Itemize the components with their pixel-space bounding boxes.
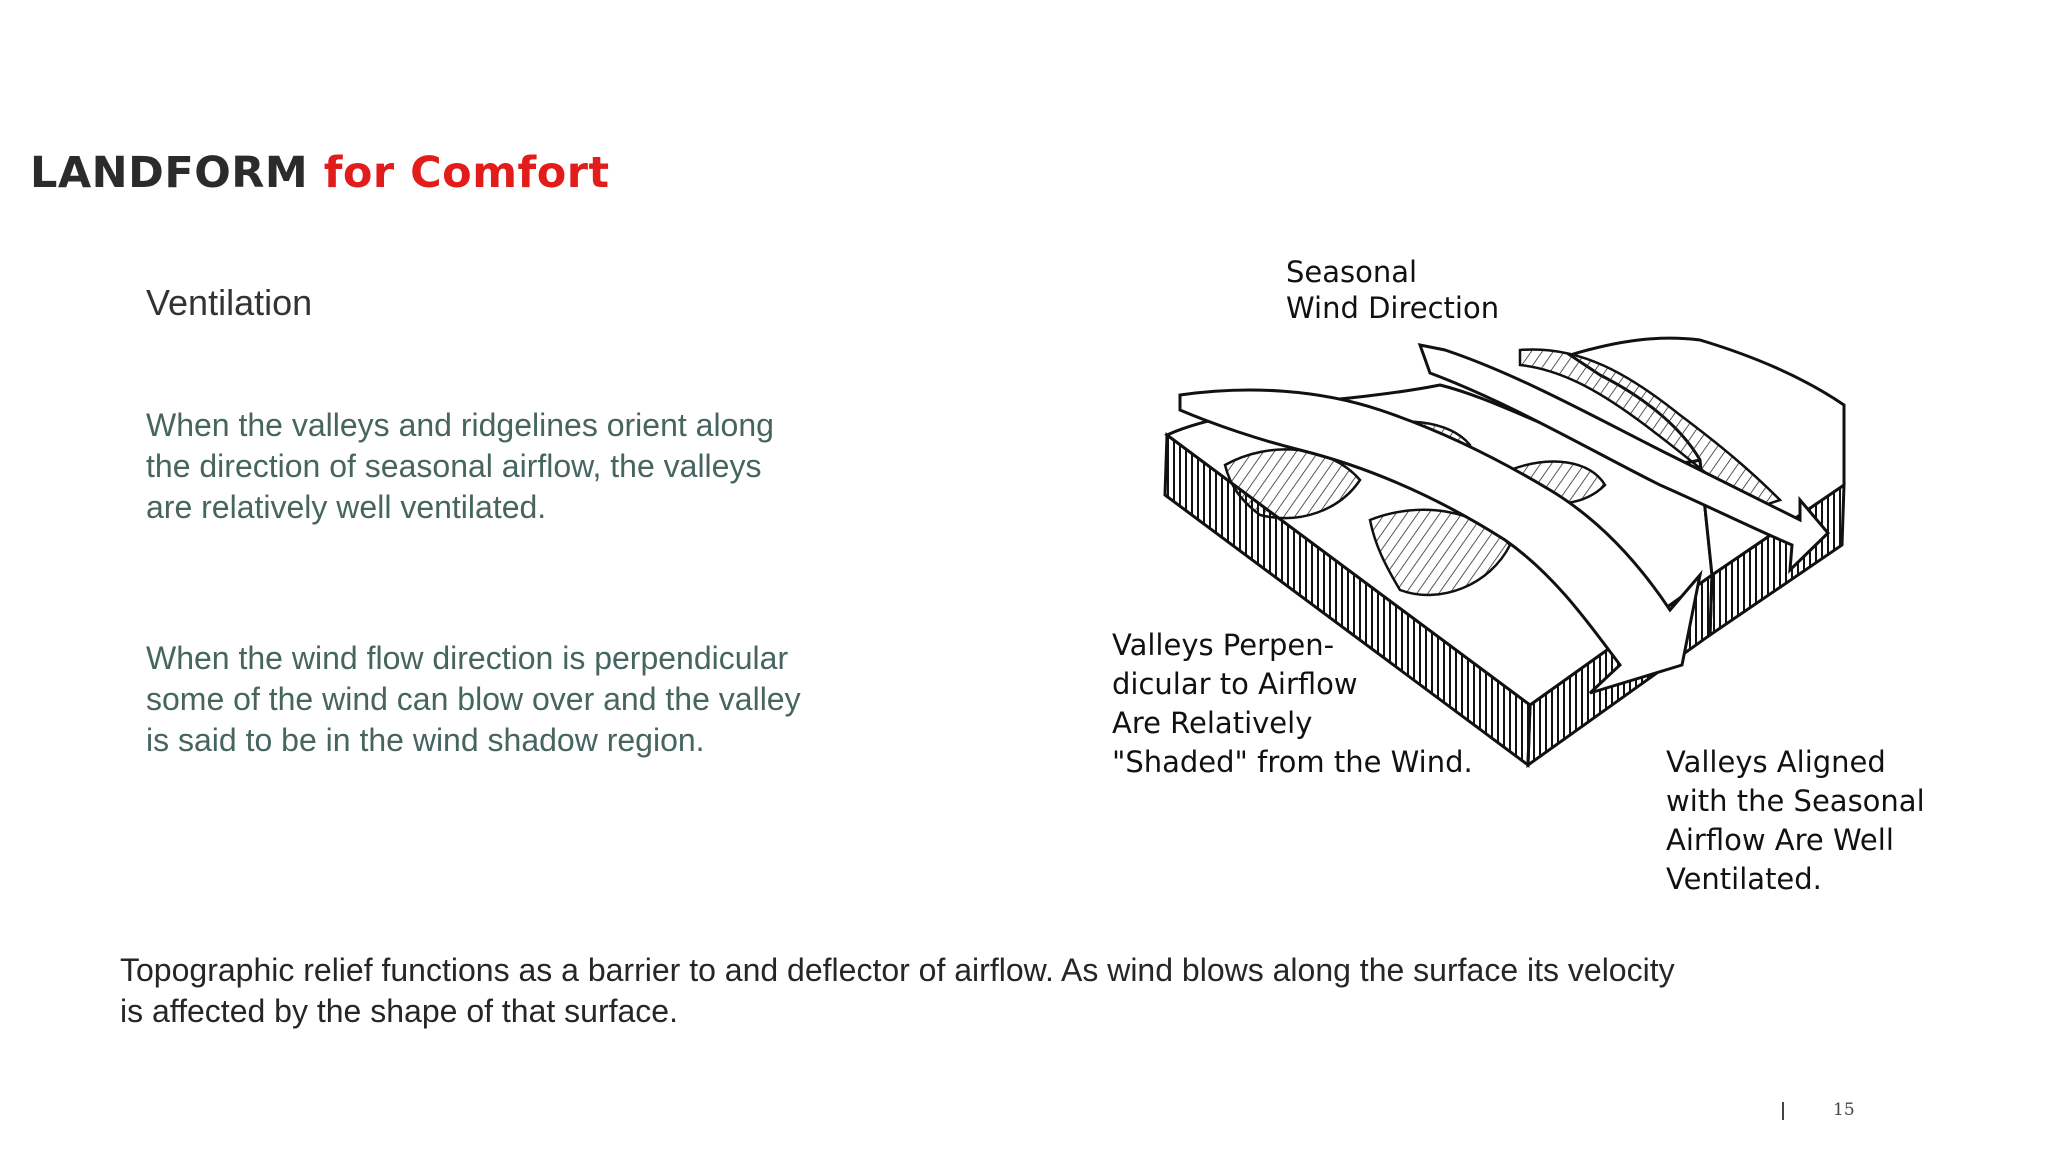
label-perpendicular-line1: Valleys Perpen- [1112,628,1334,662]
slide-title: LANDFORM for Comfort [30,148,610,198]
label-perpendicular-line4: "Shaded" from the Wind. [1112,745,1473,779]
label-perpendicular-line2: dicular to Airflow [1112,667,1358,701]
page-number-divider [1782,1102,1784,1120]
label-seasonal-line2: Wind Direction [1286,291,1499,325]
label-aligned-line3: Airflow Are Well [1666,823,1894,857]
title-accent: for Comfort [323,148,610,198]
summary-text: Topographic relief functions as a barrie… [120,952,1675,1029]
page-number: 15 [1833,1100,1855,1120]
label-aligned-line4: Ventilated. [1666,862,1822,896]
wind-flow-arrows [1178,343,1831,695]
diagram-labels: Seasonal Wind Direction Valleys Perpen- … [1112,255,1925,896]
landform-ventilation-diagram: Seasonal Wind Direction Valleys Perpen- … [1100,245,2000,905]
label-aligned-line1: Valleys Aligned [1666,745,1886,779]
diagram-illustration: Seasonal Wind Direction Valleys Perpen- … [1112,255,1925,896]
label-seasonal-line1: Seasonal [1286,255,1417,289]
paragraph-aligned-valleys: When the valleys and ridgelines orient a… [146,407,774,525]
title-main: LANDFORM [30,148,309,198]
paragraph-perpendicular-valleys: When the wind flow direction is perpendi… [146,640,801,758]
aligned-ridge [1518,348,1783,512]
label-perpendicular-line3: Are Relatively [1112,706,1312,740]
label-aligned-line2: with the Seasonal [1666,784,1925,818]
section-heading: Ventilation [146,282,313,323]
